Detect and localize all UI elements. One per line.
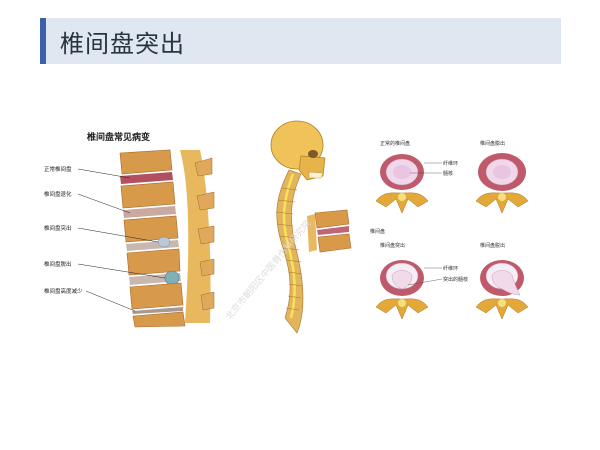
spinal-canal bbox=[180, 150, 211, 323]
panel-normal-title: 正常的椎间盘 bbox=[380, 140, 410, 147]
panel-disc-protrusion: 椎间盘突出 纤维环 突出的髓核 bbox=[375, 242, 468, 320]
panel-normal-nucleus: 髓核 bbox=[443, 170, 453, 177]
figure-left-labels: 正常椎间盘 椎间盘退化 椎间盘突出 椎间盘脱出 椎间盘高度减少 bbox=[44, 165, 166, 312]
panel-disc-bulge: 椎间盘膨出 bbox=[475, 140, 529, 214]
panel-normal-disc: 正常的椎间盘 纤维环 髓核 椎间盘 bbox=[370, 140, 458, 235]
title-bar bbox=[40, 18, 561, 64]
panel-normal-annulus: 纤维环 bbox=[443, 160, 458, 167]
watermark: 北京市朝阳区中医骨伤科研究院 bbox=[223, 218, 313, 322]
vertebra-stack bbox=[119, 149, 186, 328]
label-disc-degeneration: 椎间盘退化 bbox=[44, 190, 72, 198]
label-normal-disc: 正常椎间盘 bbox=[44, 165, 72, 173]
panel-protrusion-annulus: 纤维环 bbox=[443, 265, 458, 272]
panel-protrusion-nucleus: 突出的髓核 bbox=[443, 276, 468, 283]
panel-extrusion-title: 椎间盘脱出 bbox=[480, 242, 505, 249]
skull bbox=[270, 120, 326, 181]
vertebra-closeup bbox=[307, 209, 352, 253]
panel-bulge-title: 椎间盘膨出 bbox=[480, 140, 505, 147]
label-disc-protrusion: 椎间盘突出 bbox=[44, 224, 72, 232]
panel-protrusion-title: 椎间盘突出 bbox=[380, 242, 405, 249]
spinous-processes bbox=[194, 157, 215, 311]
slide-title: 椎间盘突出 bbox=[60, 30, 185, 58]
figure-spine-skeleton bbox=[270, 120, 352, 334]
figure-disc-cross-sections: 正常的椎间盘 纤维环 髓核 椎间盘 椎间盘膨出 椎间盘突出 纤维环 突出的髓核 … bbox=[370, 140, 529, 320]
panel-disc-extrusion: 椎间盘脱出 bbox=[475, 242, 529, 320]
vertebra-ticks bbox=[275, 187, 303, 311]
watermark-text: 北京市朝阳区中医骨伤科研究院 bbox=[223, 218, 313, 322]
label-disc-height-loss: 椎间盘高度减少 bbox=[44, 287, 83, 295]
panel-normal-extra: 椎间盘 bbox=[370, 228, 385, 235]
title-accent-bar bbox=[40, 18, 46, 64]
figure-disc-lesions: 椎间盘常见病变 正常椎间盘 椎间盘退化 椎间盘突出 椎间盘脱出 椎间盘 bbox=[44, 131, 215, 328]
label-disc-extrusion: 椎间盘脱出 bbox=[44, 260, 72, 268]
figure-left-title: 椎间盘常见病变 bbox=[86, 131, 150, 143]
